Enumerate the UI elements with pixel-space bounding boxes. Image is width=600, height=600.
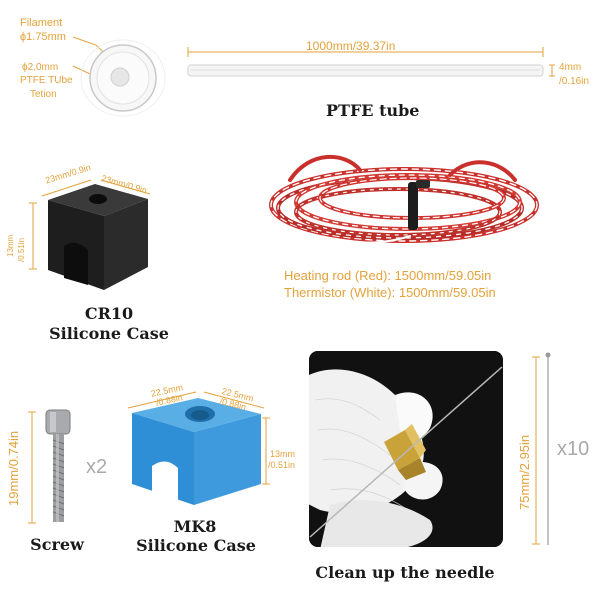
tube-inner-diameter: ϕ2.0mm xyxy=(22,62,59,73)
mk8-height-mm: 13mm xyxy=(270,449,296,459)
screw-count: x2 xyxy=(86,456,108,478)
thermistor-spec: Thermistor (White): 1500mm/59.05in xyxy=(284,285,496,300)
screw-title: Screw xyxy=(30,535,84,554)
tube-material: Tetion xyxy=(30,89,57,100)
cr10-title-model: CR10 xyxy=(84,304,134,323)
needle-length: 75mm/2.95in xyxy=(517,434,532,510)
heating-rod-spec: Heating rod (Red): 1500mm/59.05in xyxy=(284,268,492,283)
ptfe-outer-diameter-in: /0.16in xyxy=(559,76,590,87)
ptfe-title: PTFE tube xyxy=(326,101,420,120)
cr10-title-name: Silicone Case xyxy=(49,324,169,343)
ptfe-length: 1000mm/39.37in xyxy=(306,39,396,53)
filament-diameter: ϕ1.75mm xyxy=(20,31,66,43)
needle-title: Clean up the needle xyxy=(315,563,495,582)
mk8-title-name: Silicone Case xyxy=(136,536,256,555)
needle-count: x10 xyxy=(557,438,590,460)
filament-label: Filament xyxy=(20,17,63,29)
ptfe-outer-diameter-mm: 4mm xyxy=(559,62,582,73)
mk8-height-in: /0.51in xyxy=(268,460,296,470)
mk8-title-model: MK8 xyxy=(173,517,217,536)
tube-label: PTFE TUbe xyxy=(20,75,73,86)
